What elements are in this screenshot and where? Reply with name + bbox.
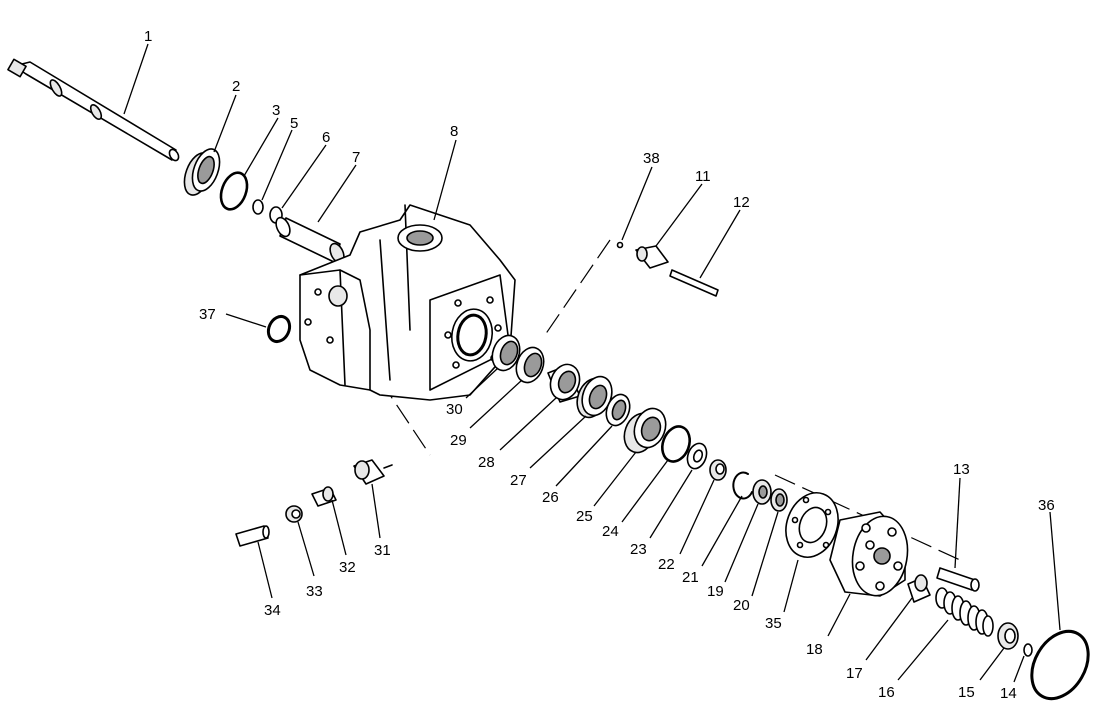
spring xyxy=(935,587,994,637)
callout-7: 7 xyxy=(352,149,360,166)
callout-23: 23 xyxy=(630,541,647,558)
callout-26: 26 xyxy=(542,489,559,506)
spacer-22 xyxy=(709,459,727,481)
o-ring xyxy=(219,171,249,211)
callout-2: 2 xyxy=(232,78,240,95)
rotor-25 xyxy=(623,407,667,454)
large-o-ring xyxy=(1030,629,1090,701)
callout-11: 11 xyxy=(695,168,711,185)
retaining-ring-21 xyxy=(732,471,753,500)
callout-30: 30 xyxy=(446,401,463,418)
callout-27: 27 xyxy=(510,472,527,489)
bearing-20 xyxy=(770,488,788,512)
bushing xyxy=(907,574,931,603)
pump-housing xyxy=(299,204,516,401)
callout-13: 13 xyxy=(953,461,970,478)
washer-23 xyxy=(686,442,708,470)
seal-26 xyxy=(605,393,631,427)
nut-33 xyxy=(285,505,303,523)
gasket xyxy=(785,492,839,558)
roll-pin xyxy=(669,269,719,297)
bearing-19 xyxy=(752,479,772,505)
o-ring-24 xyxy=(661,425,691,463)
callout-12: 12 xyxy=(733,194,750,211)
shaft xyxy=(7,58,180,162)
tube-34 xyxy=(235,525,270,547)
callout-28: 28 xyxy=(478,454,495,471)
check-ball xyxy=(616,241,624,249)
callout-22: 22 xyxy=(658,556,675,573)
callout-21: 21 xyxy=(682,569,699,586)
seal-30 xyxy=(491,334,521,372)
callout-8: 8 xyxy=(450,123,458,140)
callout-35: 35 xyxy=(765,615,782,632)
callout-34: 34 xyxy=(264,602,281,619)
callout-15: 15 xyxy=(958,684,975,701)
callout-20: 20 xyxy=(733,597,750,614)
plug-fitting xyxy=(635,245,669,269)
seal-29 xyxy=(515,346,545,384)
callout-16: 16 xyxy=(878,684,895,701)
fitting-31 xyxy=(353,459,393,485)
callout-37: 37 xyxy=(199,306,216,323)
callout-29: 29 xyxy=(450,432,467,449)
leader-lines xyxy=(123,43,1061,683)
seal-ring xyxy=(252,199,264,215)
callout-32: 32 xyxy=(339,559,356,576)
callout-14: 14 xyxy=(1000,685,1017,702)
callout-33: 33 xyxy=(306,583,323,600)
port-o-ring xyxy=(266,314,292,344)
callout-31: 31 xyxy=(374,542,391,559)
sleeve xyxy=(275,216,345,264)
callout-3: 3 xyxy=(272,102,280,119)
callout-24: 24 xyxy=(602,523,619,540)
bearing xyxy=(183,148,221,196)
small-o-ring xyxy=(1023,643,1033,657)
cap-screw xyxy=(936,567,980,592)
callout-labels: 1 2 3 5 6 7 8 38 11 12 37 30 29 28 27 26… xyxy=(144,28,1055,702)
bearing-27 xyxy=(576,375,613,419)
callout-17: 17 xyxy=(846,665,863,682)
callout-6: 6 xyxy=(322,129,330,146)
callout-1: 1 xyxy=(144,28,152,45)
callout-38: 38 xyxy=(643,150,660,167)
spring-cup xyxy=(997,622,1019,650)
callout-36: 36 xyxy=(1038,497,1055,514)
callout-25: 25 xyxy=(576,508,593,525)
callout-5: 5 xyxy=(290,115,298,132)
fitting-32 xyxy=(311,486,337,507)
callout-19: 19 xyxy=(707,583,724,600)
callout-18: 18 xyxy=(806,641,823,658)
end-cover xyxy=(829,511,909,597)
